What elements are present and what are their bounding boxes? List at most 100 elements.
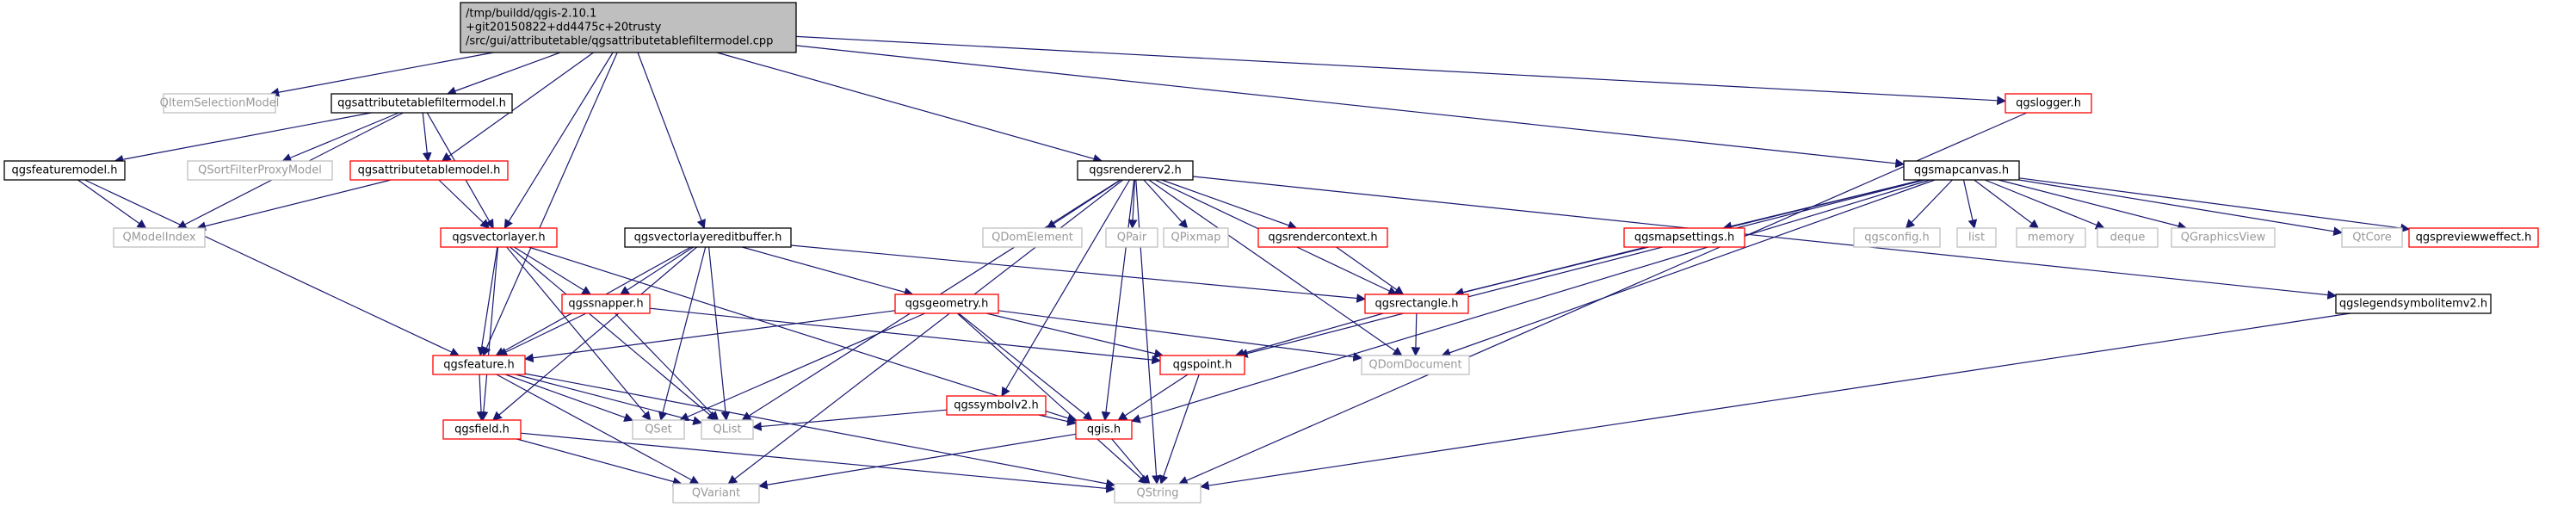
node-qgis[interactable]: qgis.h: [1075, 419, 1133, 440]
edge-root-to-qgsattributetablefiltermodel: [446, 52, 561, 96]
node-qgsgeometry[interactable]: qgsgeometry.h: [894, 294, 999, 314]
edge-qgsgeometry-to-qgis: [958, 312, 1093, 421]
edge-qgssnapper-to-qgsfeature: [497, 312, 587, 356]
node-box-qgssymbolv2: [946, 395, 1047, 416]
node-box-qitemselectionmodel: [163, 93, 276, 114]
node-root[interactable]: /tmp/buildd/qgis-2.10.1+git20150822+dd44…: [460, 2, 797, 53]
node-qgsfeature[interactable]: qgsfeature.h: [432, 355, 526, 375]
node-label-qvariant: QVariant: [692, 487, 740, 500]
edge-root-to-qgsrendererv2: [716, 52, 1103, 164]
edge-root-to-qgslogger: [795, 35, 2007, 106]
edge-qgsfeature-to-qvariant: [496, 374, 700, 485]
edge-qgsmapcanvas-to-list: [1962, 179, 1978, 230]
edge-qgsvectorlayer-to-qgssnapper: [513, 246, 592, 295]
edge-qgsrendererv2-to-qvariant: [727, 179, 1124, 485]
edge-root-to-qgsvectorlayer: [503, 52, 614, 229]
node-label-qgssymbolv2: qgssymbolv2.h: [954, 399, 1039, 412]
edge-root-to-qitemselectionmodel: [269, 52, 494, 97]
node-qgsfeaturemodel[interactable]: qgsfeaturemodel.h: [3, 160, 126, 181]
edge-qgsattributetablefiltermodel-to-qgsattributetablemodel: [422, 112, 432, 163]
node-box-qdomelement: [982, 227, 1083, 248]
node-qgsattributetablefiltermodel[interactable]: qgsattributetablefiltermodel.h: [330, 93, 513, 114]
edge-qgsvectorlayer-to-qgis: [528, 246, 1078, 423]
edge-qgsattributetablefiltermodel-to-qsortfilterproxymodel: [281, 112, 399, 163]
node-box-qgsattributetablemodel: [349, 160, 509, 181]
node-box-qlist: [701, 419, 754, 440]
node-label-qpixmap: QPixmap: [1171, 232, 1221, 244]
node-box-qgsmapcanvas: [1903, 160, 2020, 181]
edge-qgsmapcanvas-to-qgspreviieweffect: [2018, 177, 2411, 233]
node-label-root: +git20150822+dd4475c+20trusty: [466, 22, 662, 34]
edge-qgsgeometry-to-qgspoint: [985, 312, 1164, 358]
edge-qgsgeometry-to-qdomdocument: [998, 310, 1363, 362]
node-label-qgraphicsview: QGraphicsView: [2181, 232, 2266, 244]
node-label-qgsgeometry: qgsgeometry.h: [905, 298, 989, 311]
edge-qgsfeaturemodel-to-qgsfeature: [84, 179, 460, 356]
node-label-qsortfilterproxymodel: QSortFilterProxyModel: [198, 164, 322, 177]
edge-qgssymbolv2-to-qlist: [751, 409, 948, 431]
node-box-qgsvectorlayereditbuffer: [624, 227, 792, 248]
node-box-root: [460, 2, 797, 53]
edge-qgsrendererv2-to-qgis: [1101, 179, 1135, 422]
node-box-deque: [2097, 227, 2159, 248]
node-box-qset: [632, 419, 685, 440]
edge-qgsfield-to-qvariant: [516, 438, 683, 486]
edge-qgsmapcanvas-to-qgsconfig: [1905, 179, 1953, 229]
node-box-qgis: [1075, 419, 1133, 440]
edge-qgssnapper-to-qgspoint: [649, 307, 1162, 365]
node-qdomelement: QDomElement: [982, 227, 1083, 248]
node-box-qgsrendercontext: [1257, 227, 1388, 248]
node-label-qgssnapper: qgssnapper.h: [568, 298, 643, 311]
edge-qgsfeaturemodel-to-qmodelindex: [77, 179, 147, 229]
node-box-list: [1956, 227, 1997, 248]
node-box-qgsmapsettings: [1623, 227, 1745, 248]
node-box-qgsrendererv2: [1077, 160, 1194, 181]
node-box-qgsrectangle: [1364, 294, 1469, 314]
edge-root-to-qgsattributetablemodel: [441, 52, 594, 162]
node-qgslegendsymbolitemv2[interactable]: qgslegendsymbolitemv2.h: [2335, 294, 2492, 314]
node-label-qdomelement: QDomElement: [991, 232, 1073, 244]
node-qgssnapper[interactable]: qgssnapper.h: [561, 294, 651, 314]
edge-qgssymbolv2-to-qgis: [1038, 414, 1078, 426]
edge-qgsmapcanvas-to-memory: [1974, 179, 2040, 229]
node-qvariant: QVariant: [672, 483, 760, 504]
edge-qgsmapcanvas-to-qgis: [1130, 179, 1930, 424]
node-qgspoint[interactable]: qgspoint.h: [1159, 355, 1245, 375]
node-box-qgsgeometry: [894, 294, 999, 314]
node-qgsvectorlayer[interactable]: qgsvectorlayer.h: [440, 227, 558, 248]
edge-qgsmapsettings-to-qgsrectangle: [1454, 246, 1646, 297]
node-qgslogger[interactable]: qgslogger.h: [2005, 93, 2092, 114]
node-qgsattributetablemodel[interactable]: qgsattributetablemodel.h: [349, 160, 509, 181]
node-label-qpair: QPair: [1117, 232, 1147, 244]
node-label-qgspoint: qgspoint.h: [1173, 359, 1232, 372]
node-label-qitemselectionmodel: QItemSelectionModel: [160, 97, 280, 110]
node-qmodelindex: QModelIndex: [113, 227, 206, 248]
node-label-qgslogger: qgslogger.h: [2016, 97, 2081, 110]
edge-qgsmapcanvas-to-qtcore: [2018, 179, 2344, 237]
node-qgssymbolv2[interactable]: qgssymbolv2.h: [946, 395, 1047, 416]
edge-qgsvectorlayereditbuffer-to-qgssnapper: [619, 246, 694, 295]
node-box-qpair: [1105, 227, 1158, 248]
node-box-qdomdocument: [1361, 355, 1470, 375]
node-qgsmapcanvas[interactable]: qgsmapcanvas.h: [1903, 160, 2020, 181]
node-label-qgsfeature: qgsfeature.h: [443, 359, 515, 372]
node-qgsmapsettings[interactable]: qgsmapsettings.h: [1623, 227, 1745, 248]
node-label-qgslegendsymbolitemv2: qgslegendsymbolitemv2.h: [2339, 298, 2487, 311]
node-qdomdocument: QDomDocument: [1361, 355, 1470, 375]
node-label-qgsattributetablemodel: qgsattributetablemodel.h: [358, 164, 501, 177]
node-qgsrectangle[interactable]: qgsrectangle.h: [1364, 294, 1469, 314]
node-qgsrendercontext[interactable]: qgsrendercontext.h: [1257, 227, 1388, 248]
node-label-qstring: QString: [1136, 487, 1178, 500]
node-qgsfield[interactable]: qgsfield.h: [442, 419, 522, 440]
node-deque: deque: [2097, 227, 2159, 248]
node-qgsvectorlayereditbuffer[interactable]: qgsvectorlayereditbuffer.h: [624, 227, 792, 248]
node-qstring: QString: [1114, 483, 1202, 504]
node-qgspreviieweffect[interactable]: qgspreviewweffect.h: [2408, 227, 2539, 248]
node-box-qgsconfig: [1853, 227, 1941, 248]
node-label-qgsrectangle: qgsrectangle.h: [1374, 298, 1458, 311]
node-label-qgsvectorlayereditbuffer: qgsvectorlayereditbuffer.h: [634, 232, 782, 244]
node-qgsrendererv2[interactable]: qgsrendererv2.h: [1077, 160, 1194, 181]
node-qlist: QList: [701, 419, 754, 440]
node-box-qgslogger: [2005, 93, 2092, 114]
node-box-qgspreviieweffect: [2408, 227, 2539, 248]
